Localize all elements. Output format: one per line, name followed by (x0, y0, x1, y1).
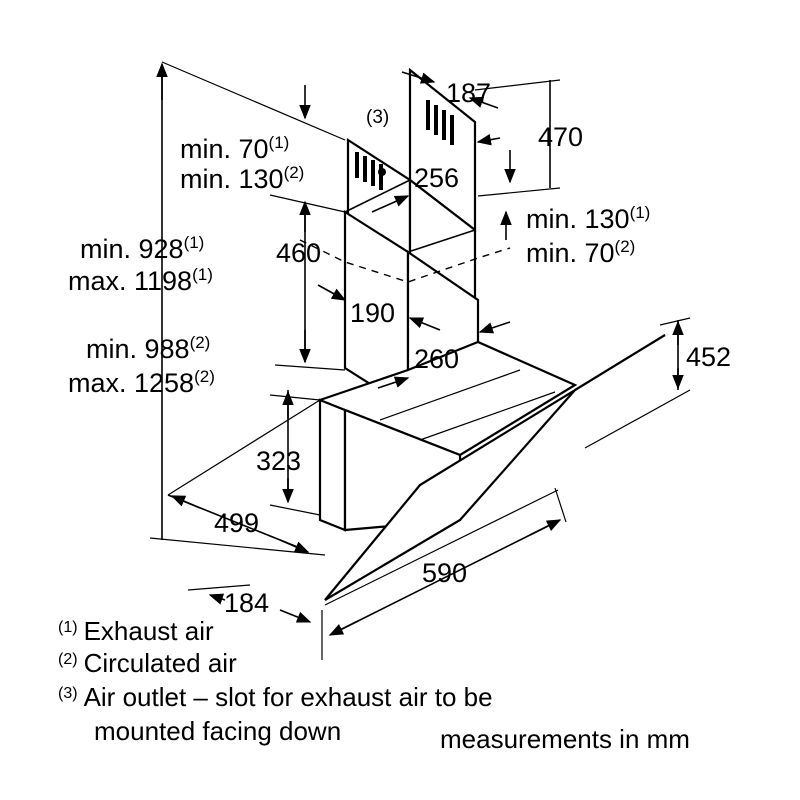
dim-max1198: max. 1198(1) (68, 265, 213, 296)
dim-452: 452 (686, 342, 731, 372)
dim-470: 470 (538, 122, 583, 152)
dim-499: 499 (214, 508, 259, 538)
legend-item-air-outlet: (3)Air outlet – slot for exhaust air to … (58, 682, 493, 712)
dim-min130-circulated: min. 130(2) (180, 163, 304, 194)
dim-min70-exhaust: min. 70(1) (180, 133, 289, 164)
legend: (1)Exhaust air (2)Circulated air (3)Air … (58, 616, 690, 754)
dim-184: 184 (224, 588, 269, 618)
dim-min928: min. 928(1) (80, 233, 204, 264)
dimension-labels: 187 470 (3) min. 70(1) min. 130(2) 256 m… (68, 78, 731, 618)
dim-460: 460 (276, 238, 321, 268)
chimney-overlap-dash (299, 239, 511, 283)
vent-slots-front (355, 152, 386, 190)
dim-min70-circulated: min. 70(2) (526, 237, 635, 268)
dim-min988: min. 988(2) (86, 333, 210, 364)
legend-item-air-outlet-continued: mounted facing down (94, 716, 341, 746)
vent-slots-back (426, 100, 454, 145)
legend-item-exhaust-air: (1)Exhaust air (58, 616, 214, 646)
dim-min130-exhaust: min. 130(1) (526, 203, 650, 234)
dim-max1258: max. 1258(2) (68, 367, 215, 398)
dim-260: 260 (414, 344, 459, 374)
dim-590: 590 (422, 558, 467, 588)
hood-drawing (299, 67, 666, 606)
hood-box-front (318, 398, 347, 532)
dimension-lines (149, 61, 691, 660)
dim-190: 190 (350, 298, 395, 328)
units-note: measurements in mm (440, 724, 690, 754)
dim-256: 256 (414, 163, 459, 193)
dim-323: 323 (256, 446, 301, 476)
dim-187: 187 (446, 78, 491, 108)
note-3-marker: (3) (366, 107, 389, 128)
legend-item-circulated-air: (2)Circulated air (58, 648, 237, 678)
